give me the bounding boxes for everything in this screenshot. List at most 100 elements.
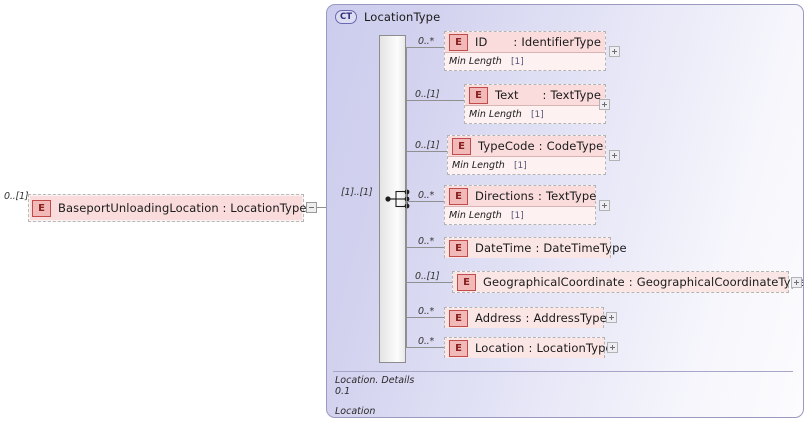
connector-row-3: [406, 201, 444, 202]
member-7-separator: :: [528, 341, 533, 355]
member-5-header: E GeographicalCoordinate : GeographicalC…: [453, 272, 803, 292]
member-4-box[interactable]: E DateTime : DateTimeType: [444, 237, 627, 258]
element-badge-icon: E: [449, 309, 468, 327]
member-1-name: Text: [495, 88, 519, 102]
member-2-facet: Min Length [1]: [448, 156, 605, 174]
connector-row-1: [406, 100, 464, 101]
member-5-name: GeographicalCoordinate: [483, 275, 625, 289]
member-5-box[interactable]: E GeographicalCoordinate : GeographicalC…: [452, 271, 803, 293]
element-badge-icon: E: [452, 137, 471, 155]
member-6-box[interactable]: E Address : AddressType: [444, 307, 607, 328]
member-2-facet-name: Min Length: [452, 160, 505, 171]
footer-gap: [335, 397, 414, 406]
member-3-name: Directions: [475, 189, 534, 203]
footer-annotation: Location. Details 0.1 Location: [335, 375, 414, 417]
member-1-facet-value: [1]: [531, 109, 544, 120]
member-6-type: AddressType: [533, 311, 607, 325]
element-badge-icon: E: [449, 239, 468, 257]
connector-row-5: [406, 282, 452, 283]
root-element-label: BaseportUnloadingLocation : LocationType: [58, 201, 307, 215]
element-badge-icon: E: [457, 273, 476, 291]
member-7-header: E Location : LocationType: [445, 338, 613, 358]
connector-row-6: [406, 317, 444, 318]
member-7-cardinality: 0..*: [418, 336, 435, 347]
root-element-box[interactable]: E BaseportUnloadingLocation : LocationTy…: [28, 194, 307, 222]
member-0-expand-icon[interactable]: [609, 46, 620, 57]
member-1-facet-name: Min Length: [469, 109, 522, 120]
connector-row-2: [406, 151, 447, 152]
member-1-facet: Min Length [1]: [465, 105, 605, 123]
member-1-box[interactable]: E Text : TextType Min Length [1]: [464, 84, 606, 124]
connector-row-7: [406, 347, 444, 348]
member-3-header: E Directions : TextType: [445, 186, 597, 206]
member-2-separator: :: [538, 139, 543, 153]
element-badge-icon: E: [469, 86, 488, 104]
member-5-separator: :: [628, 275, 633, 289]
root-element-cardinality: 0..[1]: [4, 191, 29, 202]
member-7-name: Location: [475, 341, 525, 355]
footer-line-3: Location: [335, 406, 376, 417]
connector-trunk: [406, 47, 407, 347]
member-3-box[interactable]: E Directions : TextType Min Length [1]: [444, 185, 596, 225]
footer-line-2: 0.1: [335, 386, 351, 397]
member-5-type: GeographicalCoordinateType: [636, 275, 804, 289]
member-1-header: E Text : TextType: [465, 85, 605, 105]
member-5-cardinality: 0..[1]: [415, 271, 440, 282]
member-4-name: DateTime: [475, 241, 532, 255]
element-badge-icon: E: [449, 187, 468, 205]
member-4-type: DateTimeType: [543, 241, 627, 255]
member-6-header: E Address : AddressType: [445, 308, 607, 328]
sequence-compositor-icon[interactable]: [385, 187, 411, 211]
member-5-expand-icon[interactable]: [791, 277, 802, 288]
complextype-container: CT LocationType [1]..[1] 0..* E ID : Ide…: [326, 4, 804, 418]
member-3-separator: :: [537, 189, 542, 203]
member-0-box[interactable]: E ID : IdentifierType Min Length [1]: [444, 31, 606, 71]
footer-line-1: Location. Details: [335, 375, 415, 386]
compositor-cardinality: [1]..[1]: [341, 187, 373, 198]
member-1-type: TextType: [550, 88, 601, 102]
member-3-cardinality: 0..*: [418, 190, 435, 201]
member-3-facet-name: Min Length: [449, 210, 502, 221]
connector-row-4: [406, 247, 444, 248]
complextype-name: LocationType: [364, 10, 441, 24]
member-4-separator: :: [535, 241, 540, 255]
member-7-type: LocationType: [536, 341, 613, 355]
member-6-expand-icon[interactable]: [606, 312, 617, 323]
member-0-facet: Min Length [1]: [445, 52, 605, 70]
member-1-expand-icon[interactable]: [599, 99, 610, 110]
member-2-box[interactable]: E TypeCode : CodeType Min Length [1]: [447, 135, 606, 175]
member-2-facet-value: [1]: [514, 160, 527, 171]
member-3-type: TextType: [545, 189, 597, 203]
connector-root-to-container: [317, 207, 327, 208]
member-2-header: E TypeCode : CodeType: [448, 136, 605, 156]
member-0-separator: :: [513, 35, 518, 49]
member-3-facet-value: [1]: [511, 210, 524, 221]
member-2-cardinality: 0..[1]: [415, 140, 440, 151]
member-3-expand-icon[interactable]: [599, 200, 610, 211]
member-7-box[interactable]: E Location : LocationType: [444, 337, 613, 358]
element-badge-icon: E: [32, 199, 51, 217]
member-2-type: CodeType: [546, 139, 604, 153]
connector-row-0: [406, 47, 444, 48]
member-6-name: Address: [475, 311, 522, 325]
member-6-cardinality: 0..*: [418, 306, 435, 317]
member-7-expand-icon[interactable]: [607, 342, 618, 353]
member-6-separator: :: [525, 311, 530, 325]
member-1-separator: :: [542, 88, 547, 102]
footer-separator: [333, 371, 793, 372]
member-4-cardinality: 0..*: [418, 236, 435, 247]
root-collapse-toggle-icon[interactable]: [306, 202, 317, 213]
complextype-badge-icon: CT: [335, 10, 357, 24]
member-3-facet: Min Length [1]: [445, 206, 595, 224]
complextype-header: CT LocationType: [335, 10, 440, 24]
member-2-name: TypeCode: [478, 139, 535, 153]
member-4-header: E DateTime : DateTimeType: [445, 238, 627, 258]
member-0-name: ID: [475, 35, 488, 49]
member-1-cardinality: 0..[1]: [415, 89, 440, 100]
element-badge-icon: E: [449, 339, 468, 357]
member-2-expand-icon[interactable]: [609, 150, 620, 161]
member-0-header: E ID : IdentifierType: [445, 32, 605, 52]
root-element-fill: [30, 196, 302, 220]
member-0-facet-value: [1]: [511, 56, 524, 67]
element-badge-icon: E: [449, 33, 468, 51]
